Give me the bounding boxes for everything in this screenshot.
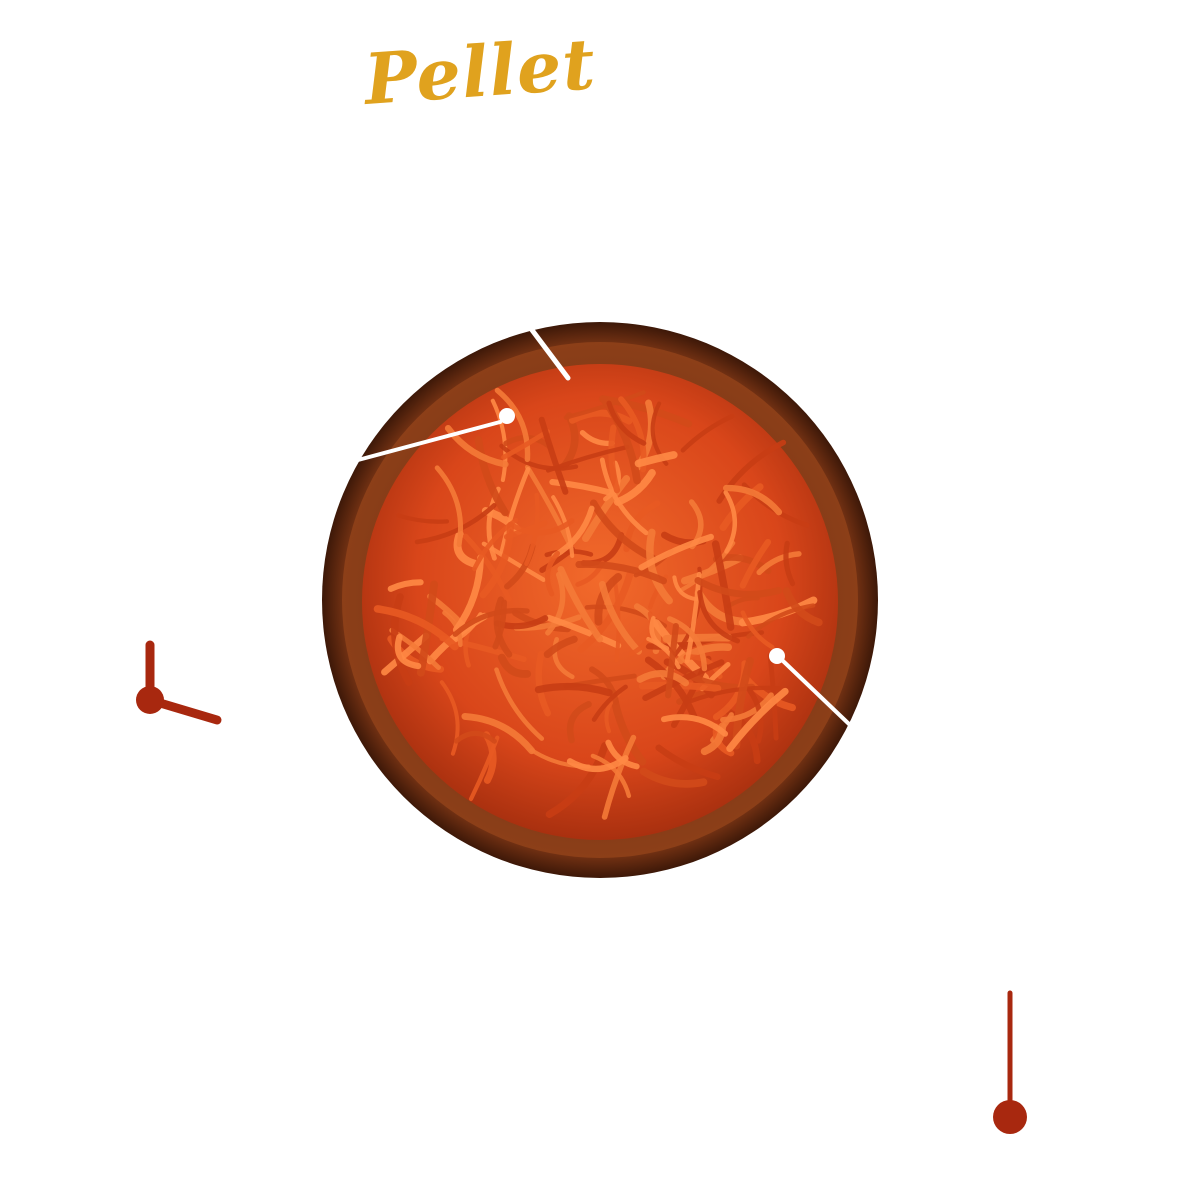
pellet-strand [566,701,592,744]
pellet-strand [568,409,633,425]
pellet-strand [726,687,789,753]
pellet-strand [719,483,764,531]
pellet-strand [582,475,631,543]
pellet-strand [636,670,690,687]
pellet-strand [644,656,698,720]
pellet-strand [665,622,679,699]
pellet-strand [739,538,772,589]
pellet-strand [396,513,450,524]
pellet-strand [499,467,531,555]
pellet-strand [634,451,678,468]
pellet-strand [598,395,693,428]
pellet-strand [723,484,783,516]
pellet-strand [672,575,699,602]
pellet-strand [655,744,721,781]
pellet-strand [394,633,422,670]
pellet-strand [492,599,507,650]
pellet-strand [499,443,579,471]
clock-hands-icon [120,625,240,735]
product-bowl-image [320,320,880,880]
pellet-strand [605,739,640,770]
pellet-strand [639,767,708,788]
pellet-strand [667,616,708,672]
pellet-strand [575,560,667,585]
pellet-strand [756,551,802,576]
pellet-strand [497,653,532,678]
pellet-strand [494,667,545,741]
pellet-strand [552,637,575,680]
pellet-strand [660,714,729,737]
pellet-strand [613,469,656,506]
pellet-strand [723,490,737,554]
pellet-strand [434,465,464,548]
pellet-strand [545,571,566,636]
pellet-strand [373,605,459,651]
pellet-strand [740,610,775,650]
pellet-strand [694,577,783,598]
pellet-strand [606,400,647,446]
pellet-strand [783,540,796,587]
pellet-strand [601,734,637,820]
pellet-strand [638,533,714,571]
pellet-strand [494,387,531,463]
pellet-strand [493,596,513,658]
pellet-strand [599,457,649,536]
pellet-strand [590,753,632,799]
pellet-strand [511,518,575,536]
pellet-strand [598,580,642,655]
pellet-strand [439,680,460,756]
pellet-strand [391,593,413,686]
pellet-strand [534,682,613,697]
pellet-strand [549,479,615,496]
pellet-strand [490,398,508,483]
pellet-strand [452,607,530,637]
pellet-strand [461,712,536,755]
pellet-strand [539,546,575,573]
pellet-strand [697,589,741,644]
brand-logo-text: Pellet [361,22,599,121]
pellet-strand [524,464,573,548]
pellet-strand [452,554,484,634]
pellet-strand [590,499,657,562]
pellet-strand [535,650,552,717]
pellet-strand [472,517,519,572]
pellet-strand [711,540,735,631]
pellet-strand [479,521,515,599]
pellet-strand [545,742,609,818]
pellet-strand [688,685,781,704]
pellet-strand [649,615,670,651]
pellet-strand [543,635,578,659]
pellet-strand [538,416,569,495]
pellet-strand [591,684,628,722]
pellet-strand [782,587,823,627]
bowl-of-pellets-icon [322,322,878,878]
pellet-strands [373,387,823,820]
pellet-strand [646,528,673,605]
pellet-strand [720,692,774,723]
pellet-strand [544,550,561,597]
pellet-strand [680,413,735,453]
pellet-strand [557,566,604,643]
pellet-strand [387,579,424,592]
thermometer-icon [980,975,1040,1145]
pellet-strand [608,424,621,494]
pellet-strand [462,533,512,602]
pellet-strand [453,730,497,744]
pellet-strand [566,755,629,772]
pellet-strand [545,614,622,649]
